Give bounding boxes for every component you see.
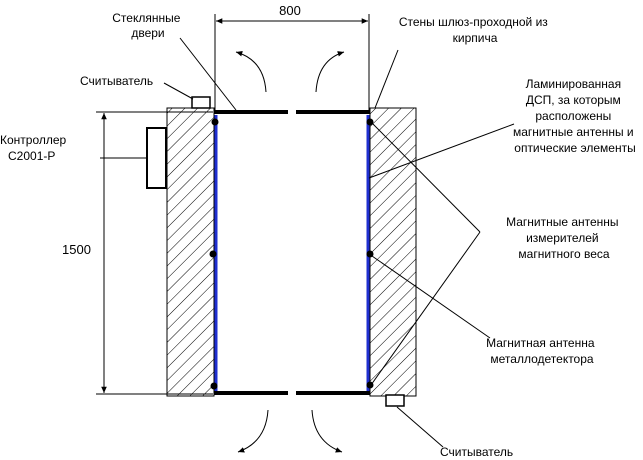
label-reader-top: Считыватель [80, 74, 153, 88]
antenna-dot-left-mid [209, 250, 217, 258]
leader-metal [371, 255, 491, 339]
label-laminated: Ламинированная ДСП, за которым расположе… [513, 77, 637, 155]
antenna-dot-right-mid [366, 250, 374, 258]
leader-glass-doors [179, 37, 237, 111]
label-controller: Контроллер C2001-P [0, 133, 70, 163]
leader-reader-bottom [396, 406, 444, 448]
left-wall [166, 107, 215, 397]
leader-laminated [368, 123, 515, 179]
antenna-dot-left-bottom [210, 382, 218, 390]
door-swing-arrow-top-left [235, 51, 267, 93]
label-reader-bottom: Считыватель [440, 445, 513, 459]
label-weight-antennas: Магнитные антенны измерителей магнитного… [506, 215, 622, 261]
antenna-dot-right-top [366, 118, 374, 126]
door-swing-arrow-bottom-right [311, 409, 343, 453]
right-wall [369, 107, 417, 397]
label-walls: Стены шлюз-проходной из кирпича [399, 15, 551, 45]
leader-reader-top [163, 82, 194, 100]
label-metal-antenna: Магнитная антенна металлодетектора [486, 336, 598, 366]
leader-walls [374, 49, 399, 109]
leader-weight-1 [370, 121, 481, 233]
reader-top-device [191, 96, 211, 109]
controller-device [146, 127, 167, 189]
antenna-dot-left-top [211, 118, 219, 126]
door-swing-arrow-top-right [315, 51, 345, 93]
height-dimension-label: 1500 [62, 242, 91, 257]
leader-weight-2 [370, 231, 481, 386]
reader-bottom-device [385, 394, 405, 407]
door-swing-arrow-bottom-left [237, 409, 269, 453]
label-glass-doors: Стеклянные двери [112, 11, 183, 40]
width-dimension-label: 800 [279, 3, 301, 18]
